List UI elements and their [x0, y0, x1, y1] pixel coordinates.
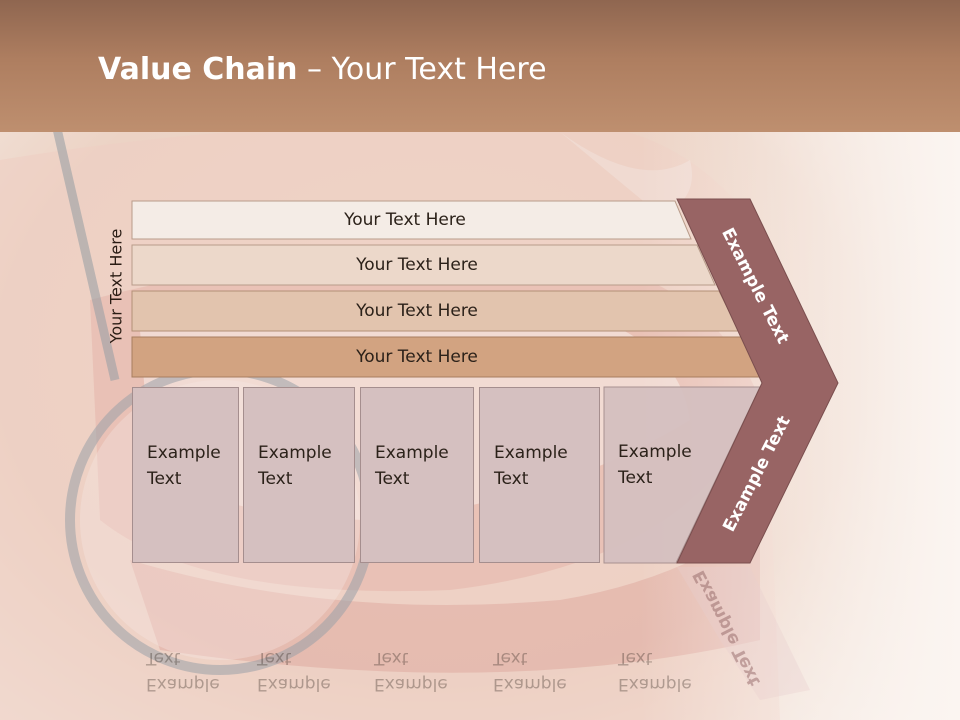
box-shape-5: [603, 386, 761, 564]
row-4: Your Text Here: [132, 338, 702, 376]
row-shape-1: [131, 200, 692, 240]
box-2-line1: Example: [258, 443, 332, 463]
row-3-label: Your Text Here: [356, 301, 478, 321]
box-4-line1: Example: [494, 443, 568, 463]
chevron-reflection: [677, 567, 810, 700]
box-2-line2: Text: [258, 469, 293, 489]
row-2: Your Text Here: [132, 246, 702, 284]
row-2-label: Your Text Here: [356, 255, 478, 275]
box-3-line2: Text: [375, 469, 410, 489]
box-1-line1: Example: [147, 443, 221, 463]
row-4-label: Your Text Here: [356, 347, 478, 367]
box-5-line1: Example: [618, 442, 692, 462]
row-1: Your Text Here: [132, 201, 678, 239]
box-1-line2: Text: [147, 469, 182, 489]
slide-title: Value Chain – Your Text Here: [98, 52, 547, 87]
row-3: Your Text Here: [132, 292, 702, 330]
chevron-arrow: [676, 198, 839, 564]
title-band: [0, 0, 960, 132]
row-shape-2: [131, 244, 716, 286]
title-rest: – Your Text Here: [297, 52, 547, 87]
box-5-line2: Text: [618, 468, 653, 488]
box-3-line1: Example: [375, 443, 449, 463]
row-1-label: Your Text Here: [344, 210, 466, 230]
box-4-line2: Text: [494, 469, 529, 489]
title-bold: Value Chain: [98, 52, 298, 87]
